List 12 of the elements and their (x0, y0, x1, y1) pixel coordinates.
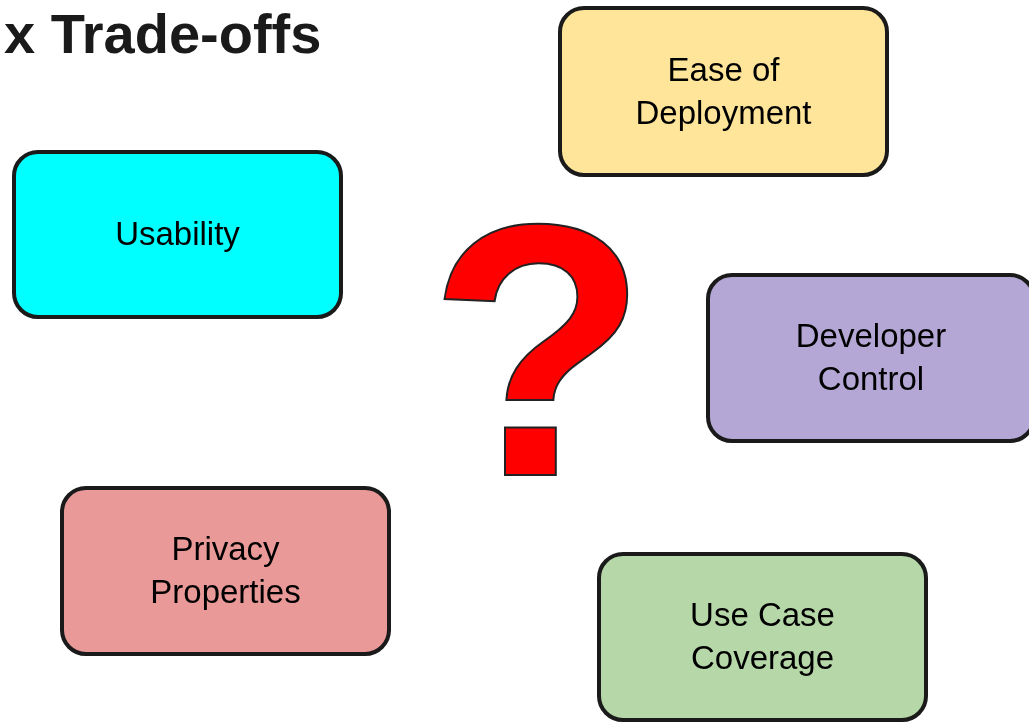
category-label: Privacy Properties (149, 529, 302, 612)
category-box (558, 6, 889, 177)
category-box (706, 273, 1029, 443)
category-label: Ease of Deployment (634, 49, 813, 133)
category-label: Usability (115, 214, 240, 255)
category-box (597, 552, 928, 722)
category-box (12, 150, 343, 319)
category-box (60, 486, 391, 656)
category-label: Developer Control (794, 316, 948, 399)
question-mark: ? (428, 170, 648, 530)
category-label: Use Case Coverage (689, 595, 836, 678)
title: x Trade-offs (4, 6, 322, 62)
